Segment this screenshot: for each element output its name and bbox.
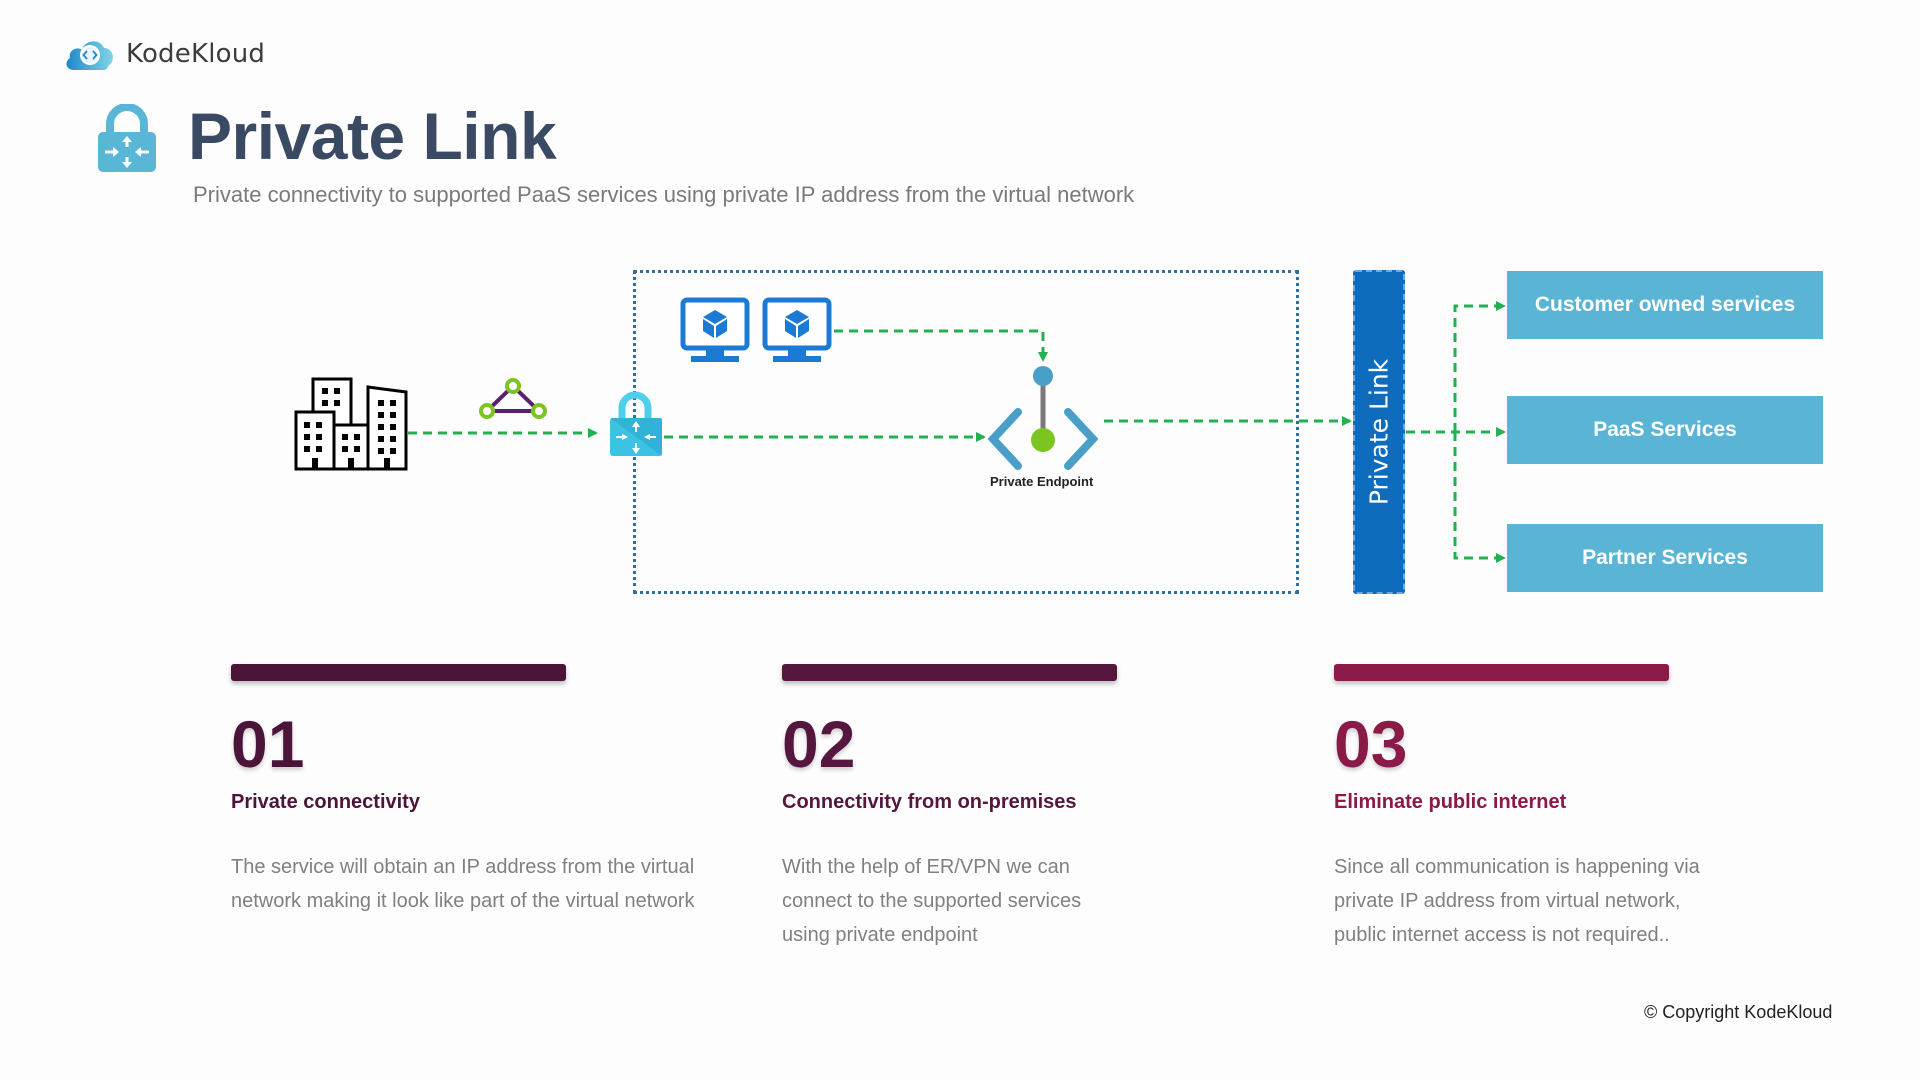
service-paas: PaaS Services <box>1507 396 1823 464</box>
virtual-machine-icon <box>762 297 832 362</box>
arrow-vms-to-endpoint <box>834 329 1048 362</box>
card-body-line: using private endpoint <box>782 924 978 946</box>
feature-card-2: 02 Connectivity from on-premises With th… <box>782 664 1302 952</box>
brand-name: KodeKloud <box>126 39 266 69</box>
card-body-line: private IP address from virtual network, <box>1334 890 1681 912</box>
card-accent-bar <box>782 664 1117 681</box>
card-body-line: Since all communication is happening via <box>1334 856 1700 878</box>
copyright-notice: © Copyright KodeKloud <box>1644 1002 1833 1022</box>
service-partner: Partner Services <box>1507 524 1823 592</box>
service-customer-owned: Customer owned services <box>1507 271 1823 339</box>
brand-logo: KodeKloud <box>64 36 265 72</box>
card-accent-bar <box>1334 664 1669 681</box>
page-title: Private Link <box>188 99 557 173</box>
card-body: Since all communication is happening via… <box>1334 850 1854 952</box>
private-endpoint-label: Private Endpoint <box>990 474 1094 489</box>
private-link-label: Private Link <box>1364 358 1394 506</box>
arrow-private-link-to-partner <box>1453 432 1506 563</box>
card-number: 02 <box>782 707 856 781</box>
card-heading: Connectivity from on-premises <box>782 791 1077 813</box>
card-accent-bar <box>231 664 566 681</box>
private-endpoint-icon <box>987 366 1099 470</box>
virtual-machine-icon <box>680 297 750 362</box>
card-body-line: With the help of ER/VPN we can <box>782 856 1070 878</box>
cloud-code-icon <box>66 41 113 70</box>
feature-card-1: 01 Private connectivity The service will… <box>231 664 751 918</box>
card-number: 01 <box>231 707 305 781</box>
card-body-line: network making it look like part of the … <box>231 890 695 912</box>
arrow-private-link-to-customer <box>1453 301 1506 432</box>
card-heading: Eliminate public internet <box>1334 791 1567 813</box>
network-triangle-icon <box>479 378 547 419</box>
card-body-line: connect to the supported services <box>782 890 1082 912</box>
card-number: 03 <box>1334 707 1408 781</box>
private-link-bar: Private Link <box>1353 270 1405 594</box>
card-body: The service will obtain an IP address fr… <box>231 850 751 918</box>
card-body-line: The service will obtain an IP address fr… <box>231 856 695 878</box>
card-body: With the help of ER/VPN we can connect t… <box>782 850 1302 952</box>
feature-card-3: 03 Eliminate public internet Since all c… <box>1334 664 1854 952</box>
page-subtitle: Private connectivity to supported PaaS s… <box>193 182 1135 207</box>
card-heading: Private connectivity <box>231 791 420 813</box>
office-buildings-icon <box>294 377 408 471</box>
vpn-gateway-lock-icon <box>610 391 662 456</box>
lock-router-icon <box>98 104 156 172</box>
card-body-line: public internet access is not required.. <box>1334 924 1670 946</box>
